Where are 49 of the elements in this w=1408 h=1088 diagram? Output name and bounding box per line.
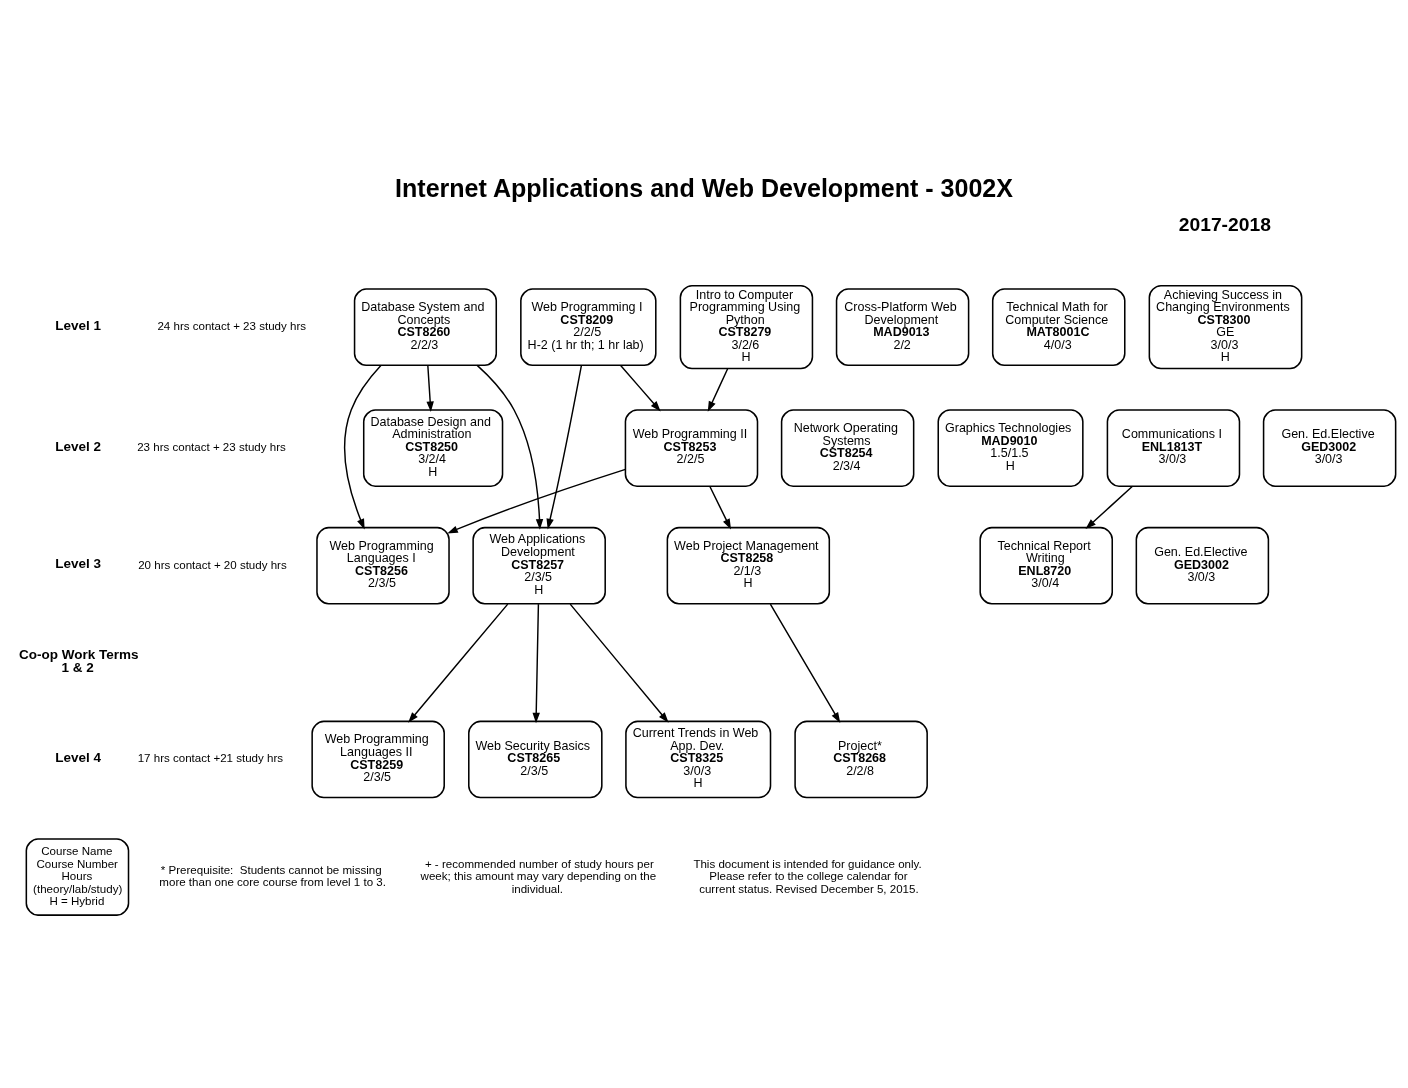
arrow [707,367,729,412]
label: Co-op Work Terms 1 & 2 [19,646,139,675]
arrow [426,364,434,412]
node-box: Graphics Technologies MAD9010 1.5/1.5 H [937,408,1084,487]
label: 20 hrs contact + 20 study hrs [138,558,287,571]
label: 2017-2018 [1178,213,1271,235]
node-box: Achieving Success in Changing Environments CST8300 GE 3/0/3 H [1148,284,1303,369]
arrow [709,485,732,530]
node-box: Web Programming II CST8253 2/2/5 [624,408,759,487]
arrow [408,602,509,723]
arrow [1085,485,1134,529]
node-box: Network Operating Systems CST8254 2/3/4 [780,408,915,487]
node-box: Project* CST8268 2/2/8 [794,720,928,798]
arrow [619,364,661,412]
label: * Prerequisite: Students cannot be missing more than one core course from level 1 to 3. [159,863,386,888]
arrow [569,602,669,723]
label: This document is intended for guidance only. Please refer to the college calendar for current status. Revised December 5, 2015. [693,857,922,895]
node-box: Database System and Concepts CST8260 2/2/3 [353,287,498,366]
node-box: Cross-Platform Web Development MAD9013 2/2 [835,287,970,366]
node-box: Web Programming I CST8209 2/2/5 H-2 (1 hr th; 1 hr lab) [520,287,657,366]
node-box: Gen. Ed.Elective GED3002 3/0/3 [1262,408,1397,487]
label: + - recommended number of study hours per week; this amount may vary depending on the individual. [420,857,657,895]
arrow [344,364,382,530]
node-box: Database Design and Administration CST8250 3/2/4 H [362,408,504,487]
node-box: Intro to Computer Programming Using Python CST8279 3/2/6 H [679,284,814,369]
node-box: Technical Report Writing ENL8720 3/0/4 [979,526,1113,605]
arrow [447,468,627,533]
node-box: Communications I ENL1813T 3/0/3 [1106,408,1241,487]
arrow [532,602,540,723]
node-box: Web Programming Languages II CST8259 2/3/5 [311,720,445,798]
label: Level 2 [55,438,101,454]
node-box: Gen. Ed.Elective GED3002 3/0/3 [1135,526,1270,605]
arrow [476,364,544,530]
arrow [546,364,583,529]
label: 24 hrs contact + 23 study hrs [157,319,307,332]
label: Level 1 [55,317,101,333]
node-box: Web Programming Languages I CST8256 2/3/5 [316,526,450,605]
node-box: Web Project Management CST8258 2/1/3 H [666,526,831,605]
label: Level 4 [55,749,101,765]
node-box: Current Trends in Web App. Dev. CST8325 3/0/3 H [625,720,772,798]
node-box: Technical Math for Computer Science MAT8001C 4/0/3 [991,287,1126,366]
arrow [769,602,841,723]
label: 17 hrs contact +21 study hrs [137,751,284,764]
node-box: Web Security Basics CST8265 2/3/5 [468,720,603,798]
node-box: Web Applications Development CST8257 2/3/5 H [472,526,606,605]
label: 23 hrs contact + 23 study hrs [137,440,286,453]
label: Level 3 [55,555,101,571]
diagram-title: Internet Applications and Web Development - 3002X [395,173,1013,202]
node-box: Course Name Course Number Hours (theory/lab/study) H = Hybrid [25,837,130,916]
